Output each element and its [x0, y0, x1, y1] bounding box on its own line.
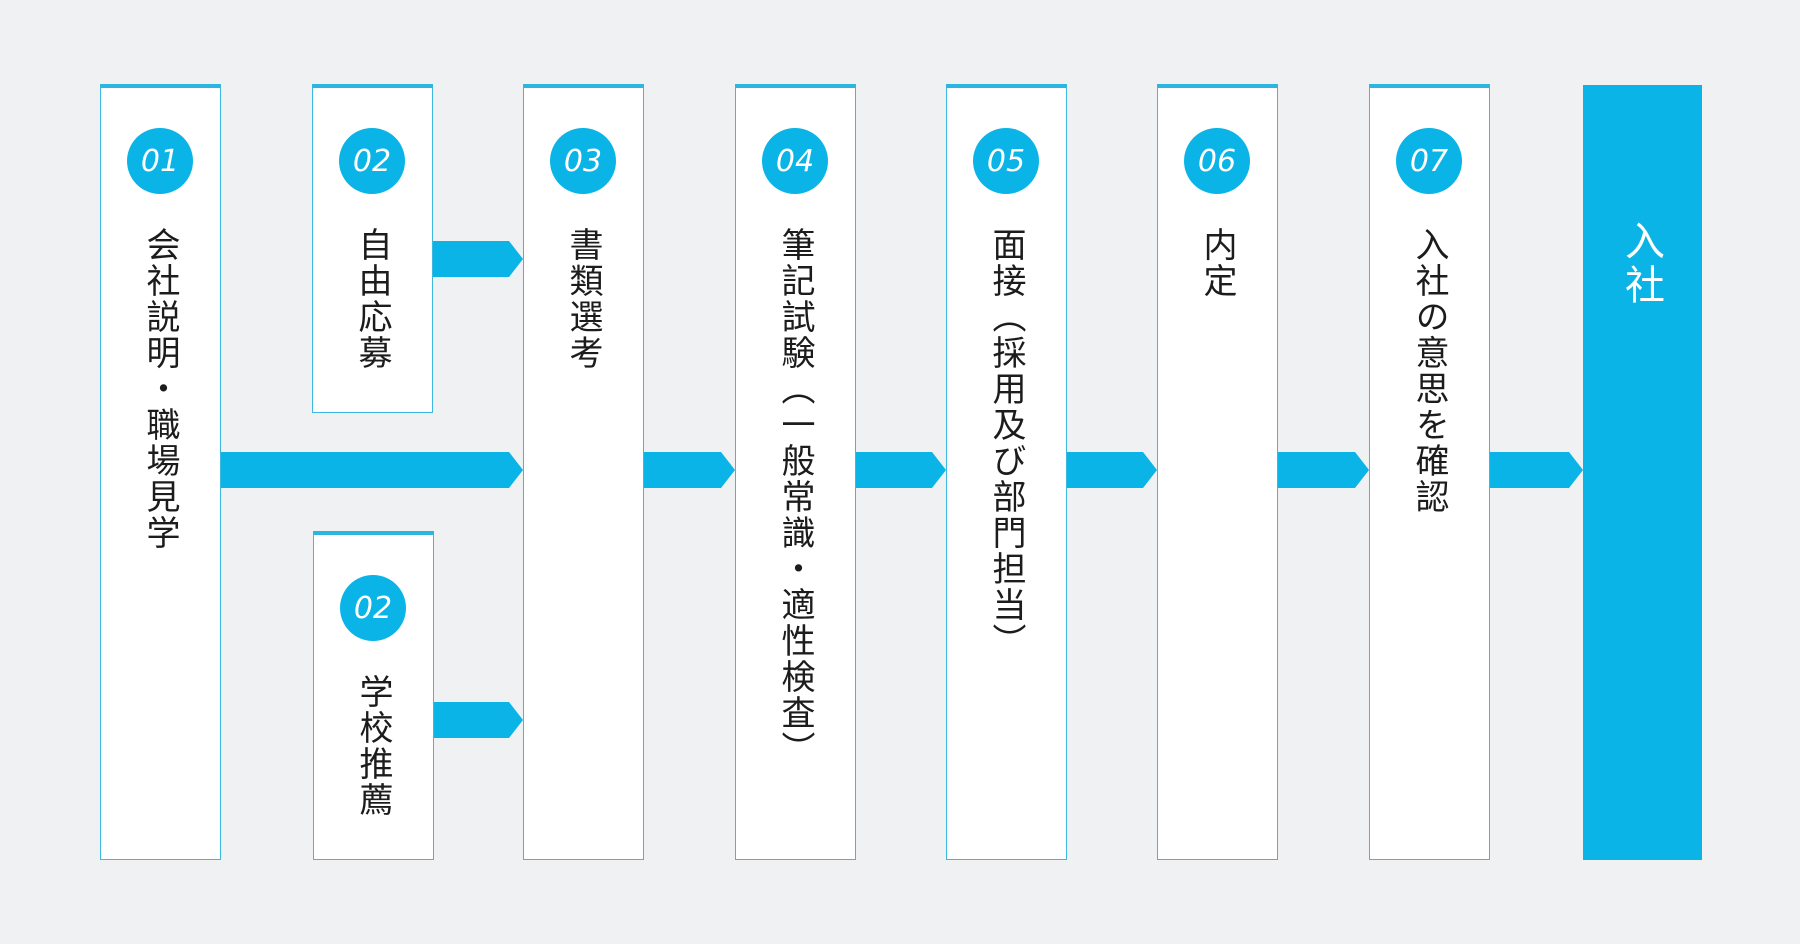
step-number-badge: 03: [550, 128, 616, 194]
step-label: 内定: [1197, 227, 1237, 299]
arrow-05-to-06: [1067, 452, 1157, 488]
step-card-02-school-recommendation: 02 学校推薦: [313, 531, 434, 860]
arrow-01-to-03: [221, 452, 523, 488]
step-label: 自由応募: [352, 227, 392, 371]
step-number-badge: 01: [127, 128, 193, 194]
step-label: 筆記試験（一般常識・適性検査）: [775, 227, 815, 767]
step-label: 学校推薦: [353, 674, 393, 818]
step-card-02-open-application: 02 自由応募: [312, 84, 433, 413]
arrow-02b-to-03: [434, 702, 523, 738]
step-number-badge: 07: [1396, 128, 1462, 194]
step-card-03: 03 書類選考: [523, 84, 644, 860]
step-card-04: 04 筆記試験（一般常識・適性検査）: [735, 84, 856, 860]
step-number-badge: 04: [762, 128, 828, 194]
step-number-badge: 02: [340, 575, 406, 641]
step-number-badge: 05: [973, 128, 1039, 194]
final-step-label: 入社: [1618, 220, 1664, 308]
step-card-01: 01 会社説明・職場見学: [100, 84, 221, 860]
arrow-04-to-05: [856, 452, 946, 488]
arrow-07-to-final: [1490, 452, 1583, 488]
step-card-07: 07 入社の意思を確認: [1369, 84, 1490, 860]
arrow-02a-to-03: [433, 241, 523, 277]
step-label: 会社説明・職場見学: [140, 227, 180, 551]
step-number-badge: 06: [1184, 128, 1250, 194]
arrow-06-to-07: [1278, 452, 1369, 488]
step-label: 書類選考: [563, 227, 603, 371]
step-number-badge: 02: [339, 128, 405, 194]
step-label: 面接（採用及び部門担当）: [986, 227, 1026, 659]
final-step-joining: 入社: [1583, 85, 1702, 860]
step-card-05: 05 面接（採用及び部門担当）: [946, 84, 1067, 860]
step-label: 入社の意思を確認: [1409, 227, 1449, 515]
arrow-03-to-04: [644, 452, 735, 488]
step-card-06: 06 内定: [1157, 84, 1278, 860]
